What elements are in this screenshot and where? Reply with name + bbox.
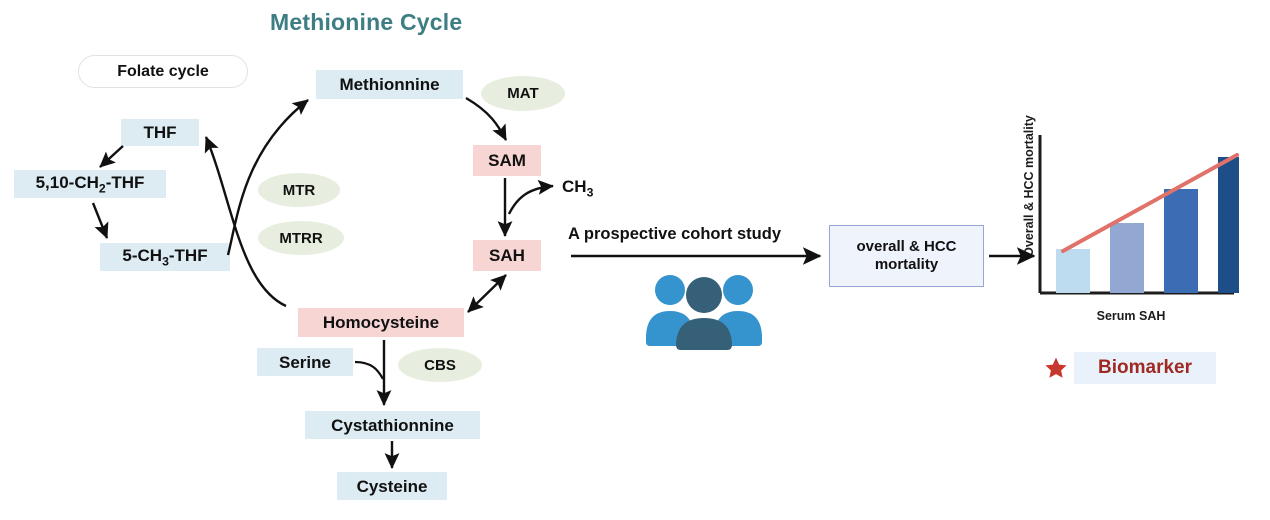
chart-plot-area: [1038, 135, 1239, 295]
enzyme-cbs: CBS: [398, 348, 482, 382]
node-methionine-label: Methionnine: [339, 75, 440, 94]
node-serine-label: Serine: [279, 352, 331, 372]
folate-cycle-label: Folate cycle: [117, 62, 209, 80]
biomarker-badge: Biomarker: [1074, 352, 1216, 384]
cohort-study-label: A prospective cohort study: [568, 225, 782, 243]
label-ch3: CH3: [562, 177, 594, 200]
chart-x-axis-label: Serum SAH: [1096, 309, 1166, 323]
arrow-sam-to-ch3: [507, 179, 554, 215]
star-icon: [1045, 357, 1067, 378]
enzyme-cbs-label: CBS: [424, 356, 456, 374]
chart-bar: [1218, 157, 1239, 293]
node-cystathionine-label: Cystathionnine: [331, 415, 454, 435]
node-510-ch2-thf: 5,10-CH2-THF: [14, 170, 166, 198]
node-cysteine-label: Cysteine: [356, 476, 428, 496]
people-group-icon: [646, 275, 762, 350]
chart-trendline: [1061, 153, 1239, 253]
enzyme-mtrr: MTRR: [258, 221, 344, 255]
enzyme-mat-label: MAT: [507, 85, 539, 102]
line-serine-join: [354, 360, 384, 380]
folate-cycle-pill: Folate cycle: [78, 55, 248, 88]
biomarker-label: Biomarker: [1098, 357, 1192, 378]
bar-chart: Overall & HCC mortality Serum SAH: [1008, 115, 1253, 338]
node-5-ch3-thf-label: 5-CH3-THF: [122, 245, 208, 269]
chart-bar: [1056, 249, 1090, 293]
node-5-ch3-thf: 5-CH3-THF: [100, 243, 230, 271]
node-homocysteine: Homocysteine: [298, 308, 464, 337]
enzyme-mat: MAT: [481, 76, 565, 111]
enzyme-mtr-label: MTR: [282, 181, 316, 199]
page-title: Methionine Cycle: [270, 9, 463, 35]
node-510-ch2-thf-label: 5,10-CH2-THF: [35, 172, 145, 196]
outcome-box: overall & HCC mortality: [829, 225, 984, 287]
node-sam: SAM: [473, 145, 541, 176]
arrow-thf-to-ch2thf: [99, 145, 124, 168]
arrow-sah-homocysteine: [467, 274, 507, 313]
enzyme-mtr: MTR: [258, 173, 340, 207]
node-cysteine: Cysteine: [337, 472, 447, 500]
node-cystathionine: Cystathionnine: [305, 411, 480, 439]
node-sah: SAH: [473, 240, 541, 271]
node-methionine: Methionnine: [316, 70, 463, 99]
outcome-box-text: overall & HCC mortality: [856, 238, 957, 273]
arrow-homocysteine-to-thf: [204, 136, 287, 308]
node-homocysteine-label: Homocysteine: [322, 313, 440, 332]
chart-bar: [1110, 223, 1144, 293]
node-sam-label: SAM: [488, 151, 526, 170]
node-thf: THF: [121, 119, 199, 146]
enzyme-mtrr-label: MTRR: [279, 229, 323, 247]
node-thf-label: THF: [143, 123, 177, 142]
node-serine: Serine: [257, 348, 353, 376]
arrow-ch2thf-to-ch3thf: [91, 202, 109, 239]
node-sah-label: SAH: [489, 246, 525, 265]
chart-bar: [1164, 189, 1198, 293]
